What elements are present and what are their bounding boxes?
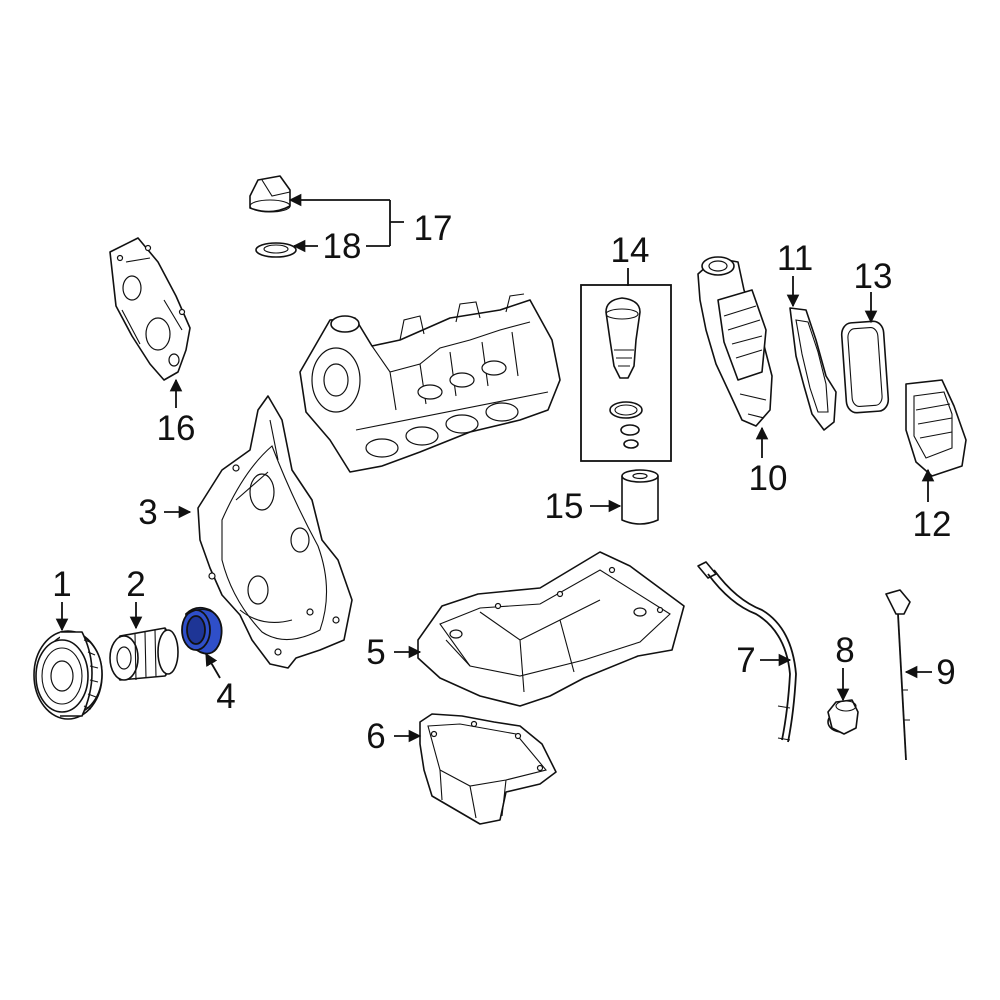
callout-16: 16 (157, 409, 196, 448)
part-9-dipstick[interactable] (885, 589, 911, 761)
part-3-timing-cover[interactable] (197, 395, 353, 669)
leader-lines (55, 193, 935, 743)
part-15-oil-filter[interactable] (621, 469, 659, 525)
callout-labels: 1 2 3 4 5 6 7 8 9 10 11 12 13 14 15 16 1… (52, 209, 955, 756)
callout-12: 12 (913, 505, 952, 544)
callout-5: 5 (366, 633, 385, 672)
part-10-filter-housing[interactable] (697, 256, 773, 427)
callout-14: 14 (611, 231, 650, 270)
part-11-housing-gasket[interactable] (789, 307, 837, 431)
part-6-lower-oil-pan[interactable] (419, 713, 557, 825)
part-5-upper-oil-pan[interactable] (417, 551, 685, 707)
part-4-front-seal[interactable] (181, 606, 223, 655)
part-16-rear-cover[interactable] (109, 237, 191, 381)
callout-13: 13 (854, 257, 893, 296)
callout-6: 6 (366, 717, 385, 756)
callout-8: 8 (835, 631, 854, 670)
part-8-drain-plug[interactable] (827, 699, 859, 735)
part-14-filter-cap-kit[interactable] (605, 297, 643, 449)
callout-3: 3 (138, 493, 157, 532)
callout-17: 17 (414, 209, 453, 248)
part-2-damper-hub[interactable] (109, 627, 179, 681)
cylinder-head (299, 293, 561, 473)
part-13-cooler-gasket[interactable] (840, 320, 890, 414)
part-17-oil-filler-cap[interactable] (249, 175, 291, 213)
callout-1: 1 (52, 565, 71, 604)
callout-4: 4 (216, 677, 235, 716)
callout-10: 10 (749, 459, 788, 498)
part-14-bracket-box (580, 284, 672, 462)
callout-9: 9 (936, 653, 955, 692)
callout-18: 18 (323, 227, 362, 266)
leader-4 (205, 652, 221, 679)
part-7-dipstick-tube[interactable] (697, 561, 797, 743)
callout-2: 2 (126, 565, 145, 604)
leader-17-bracket (389, 200, 404, 246)
callout-11: 11 (777, 239, 813, 278)
callout-7: 7 (736, 641, 755, 680)
part-1-crankshaft-pulley[interactable] (33, 630, 103, 720)
part-18-filler-cap-seal[interactable] (255, 242, 297, 258)
part-12-oil-cooler[interactable] (905, 379, 967, 477)
callout-15: 15 (545, 487, 584, 526)
